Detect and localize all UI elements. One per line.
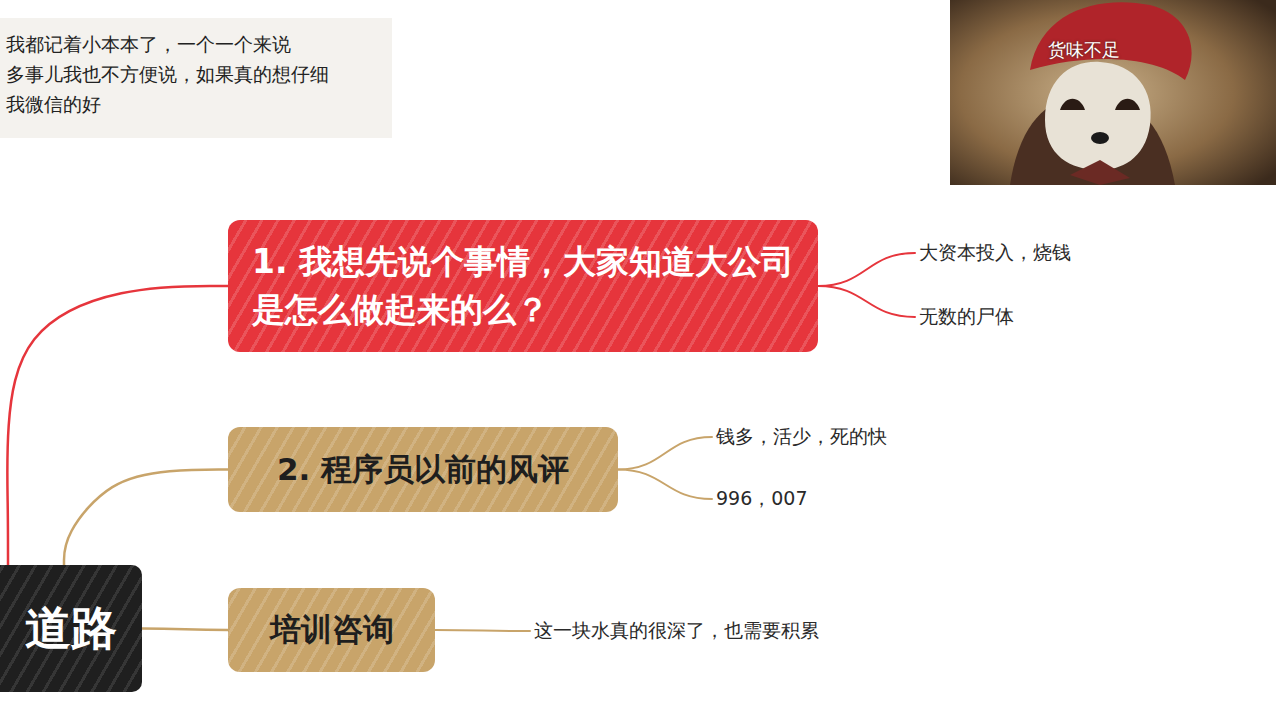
branch-connector	[818, 286, 915, 317]
node-text: 大资本投入，烧钱	[919, 240, 1071, 266]
branch-connector	[435, 630, 530, 631]
node-text: 996，007	[716, 486, 808, 512]
node-text: 这一块水真的很深了，也需要积累	[534, 618, 819, 644]
leaf-note: 大资本投入，烧钱	[915, 238, 1075, 268]
node-text: 1. 我想先说个事情，大家知道大公司是怎么做起来的么？	[252, 238, 794, 334]
branch-connector	[618, 470, 712, 500]
panda-illustration	[950, 0, 1276, 185]
branch-connector	[618, 437, 712, 470]
note-text: 我微信的好	[6, 92, 101, 118]
note-text: 我都记着小本本了，一个一个来说	[6, 32, 291, 58]
branch-connector	[142, 629, 228, 631]
leaf-note: 无数的尸体	[915, 302, 1018, 332]
root-topic: 道路	[0, 565, 142, 692]
node-text: 无数的尸体	[919, 304, 1014, 330]
leaf-note: 这一块水真的很深了，也需要积累	[530, 616, 823, 646]
branch-connector	[818, 253, 915, 286]
branch-connector	[7, 286, 228, 565]
topic-box: 2. 程序员以前的风评	[228, 427, 618, 512]
watermark: 货味不足	[1048, 38, 1120, 62]
topic-box: 1. 我想先说个事情，大家知道大公司是怎么做起来的么？	[228, 220, 818, 352]
node-text: 钱多，活少，死的快	[716, 424, 887, 450]
leaf-note: 996，007	[712, 484, 812, 514]
leaf-note: 钱多，活少，死的快	[712, 422, 891, 452]
node-text: 培训咨询	[270, 609, 394, 651]
node-text: 2. 程序员以前的风评	[277, 449, 569, 491]
node-text: 道路	[25, 598, 117, 660]
topic-box: 培训咨询	[228, 588, 435, 672]
note-text: 多事儿我也不方便说，如果真的想仔细	[6, 62, 329, 88]
branch-connector	[64, 470, 228, 566]
